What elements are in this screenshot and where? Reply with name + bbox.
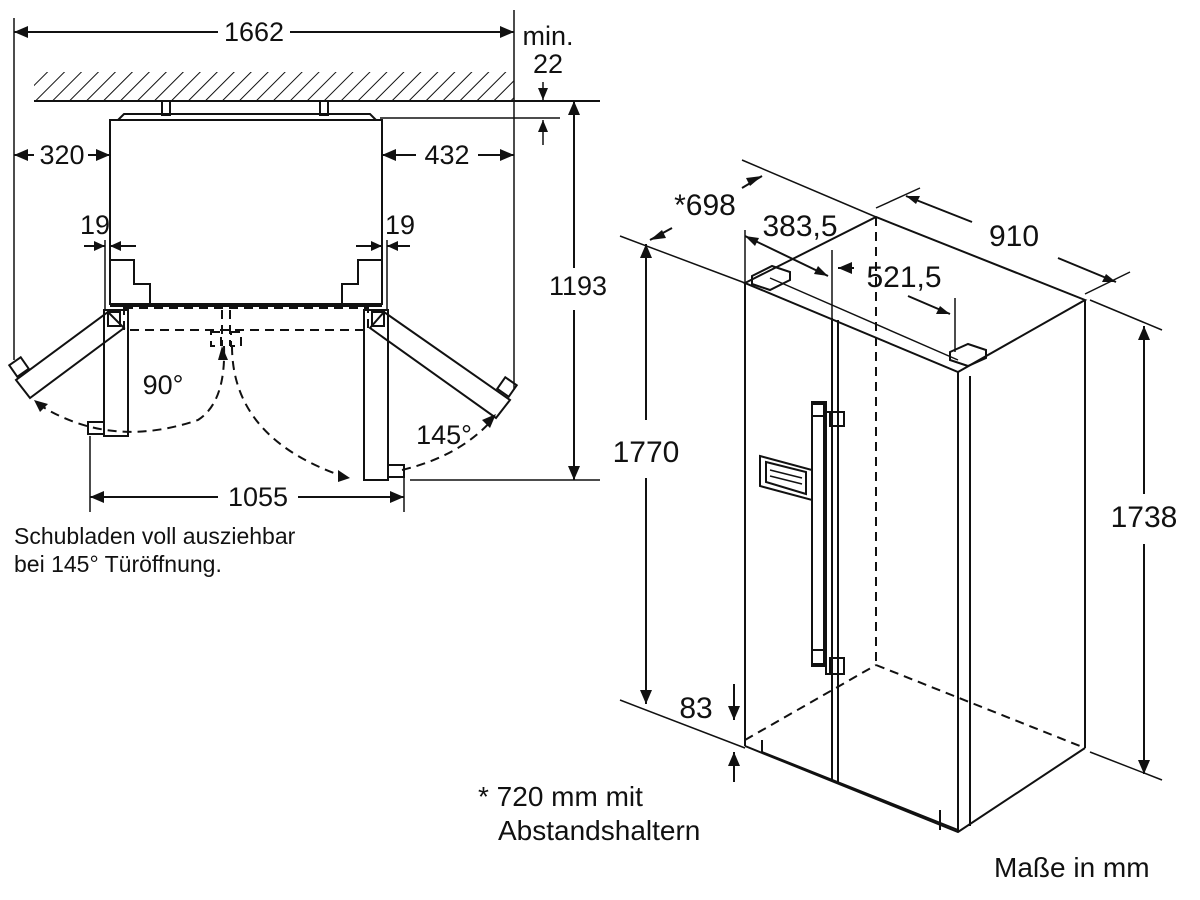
left-door-width-label: 383,5 — [762, 210, 837, 243]
right-door-width-label: 521,5 — [866, 261, 941, 294]
left-clearance-label: 320 — [39, 140, 84, 170]
wall-hatching — [34, 72, 514, 100]
isometric-view: *698 383,5 521,5 910 1770 83 — [613, 159, 1178, 834]
wall-gap-value: 22 — [533, 49, 563, 79]
top-view: 1662 min. 22 320 432 19 — [7, 10, 607, 512]
angle-90-label: 90° — [143, 370, 184, 400]
drawer-note-line-2: bei 145° Türöffnung. — [14, 551, 222, 577]
hinge-right-label: 19 — [385, 210, 415, 240]
right-clearance-label: 432 — [424, 140, 469, 170]
depth-label: *698 — [674, 189, 736, 222]
angle-145-label: 145° — [416, 420, 472, 450]
door-span-label: 1055 — [228, 482, 288, 512]
drawer-note: Schubladen voll ausziehbar bei 145° Türö… — [14, 522, 295, 578]
drawer-note-line-1: Schubladen voll ausziehbar — [14, 523, 296, 549]
footnote-line-1: * 720 mm mit — [478, 781, 643, 812]
depth-open-label: 1193 — [549, 271, 607, 301]
width-label: 910 — [989, 220, 1039, 253]
hinge-left-label: 19 — [80, 210, 110, 240]
fridge-body-top — [109, 119, 383, 305]
total-height-label: 1770 — [613, 436, 680, 469]
body-height-label: 1738 — [1111, 501, 1178, 534]
foot-height-label: 83 — [679, 692, 712, 725]
overall-width-label: 1662 — [224, 17, 284, 47]
units-note: Maße in mm — [994, 852, 1150, 883]
wall-gap-label: min. — [522, 21, 573, 51]
footnote-line-2: Abstandshaltern — [498, 815, 701, 846]
spacer-footnote: * 720 mm mit Abstandshaltern — [478, 780, 700, 848]
